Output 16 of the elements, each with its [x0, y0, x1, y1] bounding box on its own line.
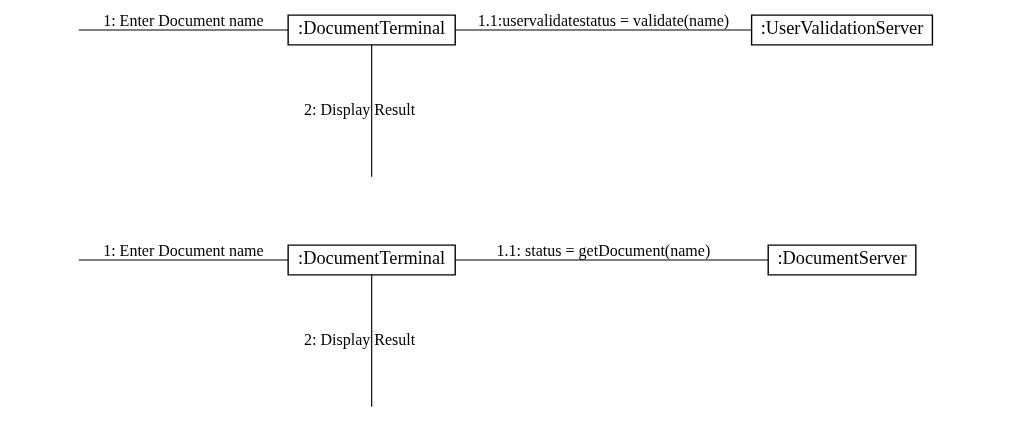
connector — [454, 29, 753, 31]
connector — [454, 259, 769, 261]
node-box: :DocumentServer — [767, 244, 917, 276]
edge-label: 1: Enter Document name — [103, 241, 264, 259]
node-box: :DocumentTerminal — [287, 244, 456, 276]
connector — [78, 259, 289, 261]
edge-label: 2: Display Result — [304, 331, 416, 349]
edge-label: 1.1: status = getDocument(name) — [496, 241, 711, 259]
node-box: :UserValidationServer — [750, 14, 934, 46]
edge-label: 2: Display Result — [304, 101, 416, 119]
connector — [371, 44, 373, 178]
edge-label: 1.1:uservalidatestatus = validate(name) — [477, 11, 730, 29]
node-box: :DocumentTerminal — [287, 14, 456, 46]
edge-label: 1: Enter Document name — [103, 11, 264, 29]
connector — [371, 274, 373, 408]
connector — [78, 29, 289, 31]
